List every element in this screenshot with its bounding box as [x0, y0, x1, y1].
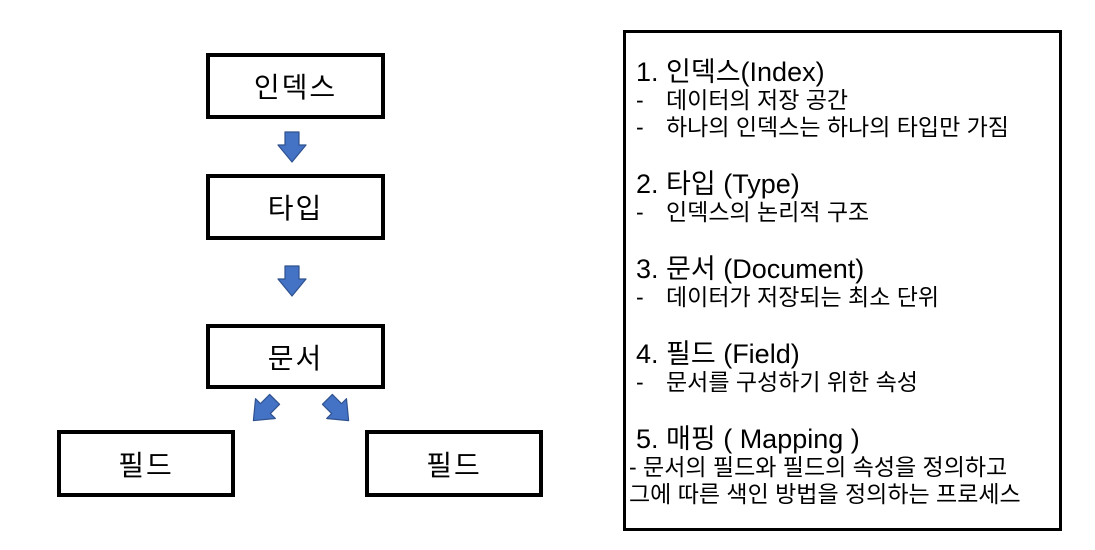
flow-box-index-label: 인덱스	[253, 72, 338, 103]
flow-box-type-label: 타입	[267, 193, 324, 224]
flow-box-type: 타입	[206, 174, 385, 240]
flow-box-document: 문서	[206, 324, 385, 389]
down-arrow-icon	[277, 131, 307, 163]
legend-heading-field: 4. 필드 (Field)	[636, 339, 800, 369]
bullet-text: 문서를 구성하기 위한 속성	[666, 369, 918, 395]
flow-box-index: 인덱스	[206, 53, 385, 119]
flow-box-field-right: 필드	[365, 430, 543, 497]
legend-bullet: - 하나의 인덱스는 하나의 타입만 가짐	[626, 114, 1053, 141]
bullet-dash: -	[636, 87, 644, 113]
down-right-arrow-icon	[321, 393, 350, 422]
legend-content: 1. 인덱스(Index) - 데이터의 저장 공간 - 하나의 인덱스는 하나…	[626, 33, 1059, 508]
bullet-dash: -	[636, 369, 644, 395]
legend-heading-type: 2. 타입 (Type)	[636, 169, 800, 199]
legend-section-type: 2. 타입 (Type) - 인덱스의 논리적 구조	[626, 169, 1053, 226]
down-arrow-icon	[277, 265, 307, 297]
legend-wrap-line-2: 그에 따른 색인 방법을 정의하는 프로세스	[629, 481, 1021, 507]
down-arrow-shape	[277, 265, 307, 297]
bullet-dash: -	[636, 114, 644, 140]
flow-box-field-right-label: 필드	[426, 449, 482, 481]
down-left-arrow-shape	[252, 393, 281, 422]
legend-section-document: 3. 문서 (Document) - 데이터가 저장되는 최소 단위	[626, 254, 1053, 311]
legend-bullet: - 문서를 구성하기 위한 속성	[626, 369, 1053, 396]
down-right-arrow-shape	[321, 393, 350, 422]
legend-section-field: 4. 필드 (Field) - 문서를 구성하기 위한 속성	[626, 339, 1053, 396]
down-arrow-shape	[277, 131, 307, 163]
bullet-text: 인덱스의 논리적 구조	[666, 199, 870, 225]
flow-box-field-left: 필드	[57, 430, 235, 497]
bullet-text: 하나의 인덱스는 하나의 타입만 가짐	[666, 114, 1009, 140]
flow-box-document-label: 문서	[267, 342, 324, 374]
bullet-dash: -	[636, 284, 644, 310]
legend-section-index: 1. 인덱스(Index) - 데이터의 저장 공간 - 하나의 인덱스는 하나…	[626, 57, 1053, 141]
legend-bullet: - 인덱스의 논리적 구조	[626, 199, 1053, 226]
down-left-arrow-icon	[252, 393, 281, 422]
legend-bullet: - 데이터가 저장되는 최소 단위	[626, 284, 1053, 311]
legend-heading-document: 3. 문서 (Document)	[636, 254, 865, 284]
bullet-text: 데이터가 저장되는 최소 단위	[666, 284, 940, 310]
legend-section-mapping: 5. 매핑 ( Mapping ) - 문서의 필드와 필드의 속성을 정의하고…	[626, 424, 1053, 508]
bullet-dash: -	[636, 199, 644, 225]
bullet-text: 데이터의 저장 공간	[666, 87, 849, 113]
legend-panel: 1. 인덱스(Index) - 데이터의 저장 공간 - 하나의 인덱스는 하나…	[623, 30, 1062, 531]
legend-wrap-line-1: - 문서의 필드와 필드의 속성을 정의하고	[629, 454, 1008, 480]
flow-box-field-left-label: 필드	[118, 449, 174, 481]
legend-heading-index: 1. 인덱스(Index)	[636, 57, 825, 87]
legend-bullet: - 데이터의 저장 공간	[626, 87, 1053, 114]
legend-heading-mapping: 5. 매핑 ( Mapping )	[636, 424, 860, 454]
